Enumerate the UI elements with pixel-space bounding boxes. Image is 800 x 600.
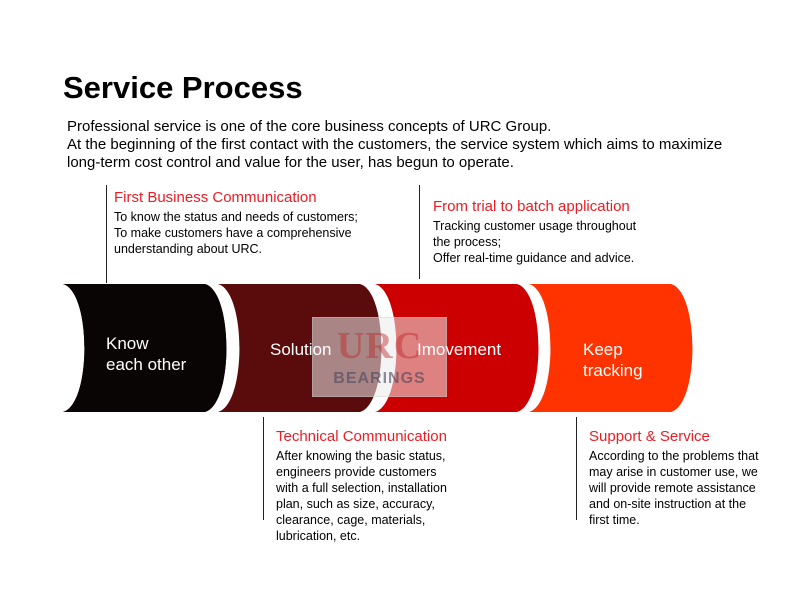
note-line: After knowing the basic status,: [276, 449, 446, 463]
stage-fill-know-each-other: [63, 284, 227, 412]
urc-bearings-watermark: URC BEARINGS: [312, 317, 447, 397]
note-line: understanding about URC.: [114, 242, 263, 256]
note-line: To make customers have a comprehensive: [114, 226, 352, 240]
stage-label-solution: Solution: [270, 340, 332, 359]
note-line: engineers provide customers: [276, 465, 437, 479]
watermark-main: URC: [336, 325, 423, 367]
note-line: Offer real-time guidance and advice.: [433, 251, 635, 265]
intro-line: long-term cost control and value for the…: [67, 154, 514, 171]
note-line: and on-site instruction at the: [589, 497, 747, 511]
stage-label-know-each-other: Know each other: [106, 334, 187, 374]
intro-line: At the beginning of the first contact wi…: [67, 136, 723, 153]
stage-fill-keep-tracking: [529, 284, 693, 412]
page-title: Service Process: [63, 70, 303, 105]
intro-paragraph: Professional service is one of the core …: [67, 118, 767, 172]
note-line: To know the status and needs of customer…: [114, 210, 358, 224]
note-line: plan, such as size, accuracy,: [276, 497, 435, 511]
note-line: Tracking customer usage throughout: [433, 219, 637, 233]
connector-line-support: [576, 412, 577, 520]
note-line: the process;: [433, 235, 502, 249]
note-heading: Support & Service: [589, 428, 710, 445]
connector-line-technical: [263, 412, 264, 520]
note-heading: Technical Communication: [276, 428, 447, 445]
note-support-service: Support & Service According to the probl…: [589, 428, 759, 528]
note-trial-to-batch: From trial to batch application Tracking…: [433, 198, 636, 266]
note-line: first time.: [589, 513, 640, 527]
stage-label-imovement: Imovement: [417, 340, 502, 359]
note-line: clearance, cage, materials,: [276, 513, 426, 527]
note-line: may arise in customer use, we: [589, 465, 758, 479]
note-heading: First Business Communication: [114, 189, 317, 206]
watermark-sub: BEARINGS: [333, 370, 426, 387]
note-line: According to the problems that: [589, 449, 759, 463]
note-line: will provide remote assistance: [589, 481, 756, 495]
note-line: with a full selection, installation: [276, 481, 447, 495]
connector-line-trial: [419, 185, 420, 283]
intro-line: Professional service is one of the core …: [67, 118, 552, 135]
note-heading: From trial to batch application: [433, 198, 630, 215]
connector-line-first: [106, 185, 107, 283]
note-line: lubrication, etc.: [276, 529, 361, 543]
note-first-business-communication: First Business Communication To know the…: [114, 189, 358, 257]
stage-label-keep-tracking: Keep tracking: [583, 340, 643, 380]
note-technical-communication: Technical Communication After knowing th…: [276, 428, 447, 544]
